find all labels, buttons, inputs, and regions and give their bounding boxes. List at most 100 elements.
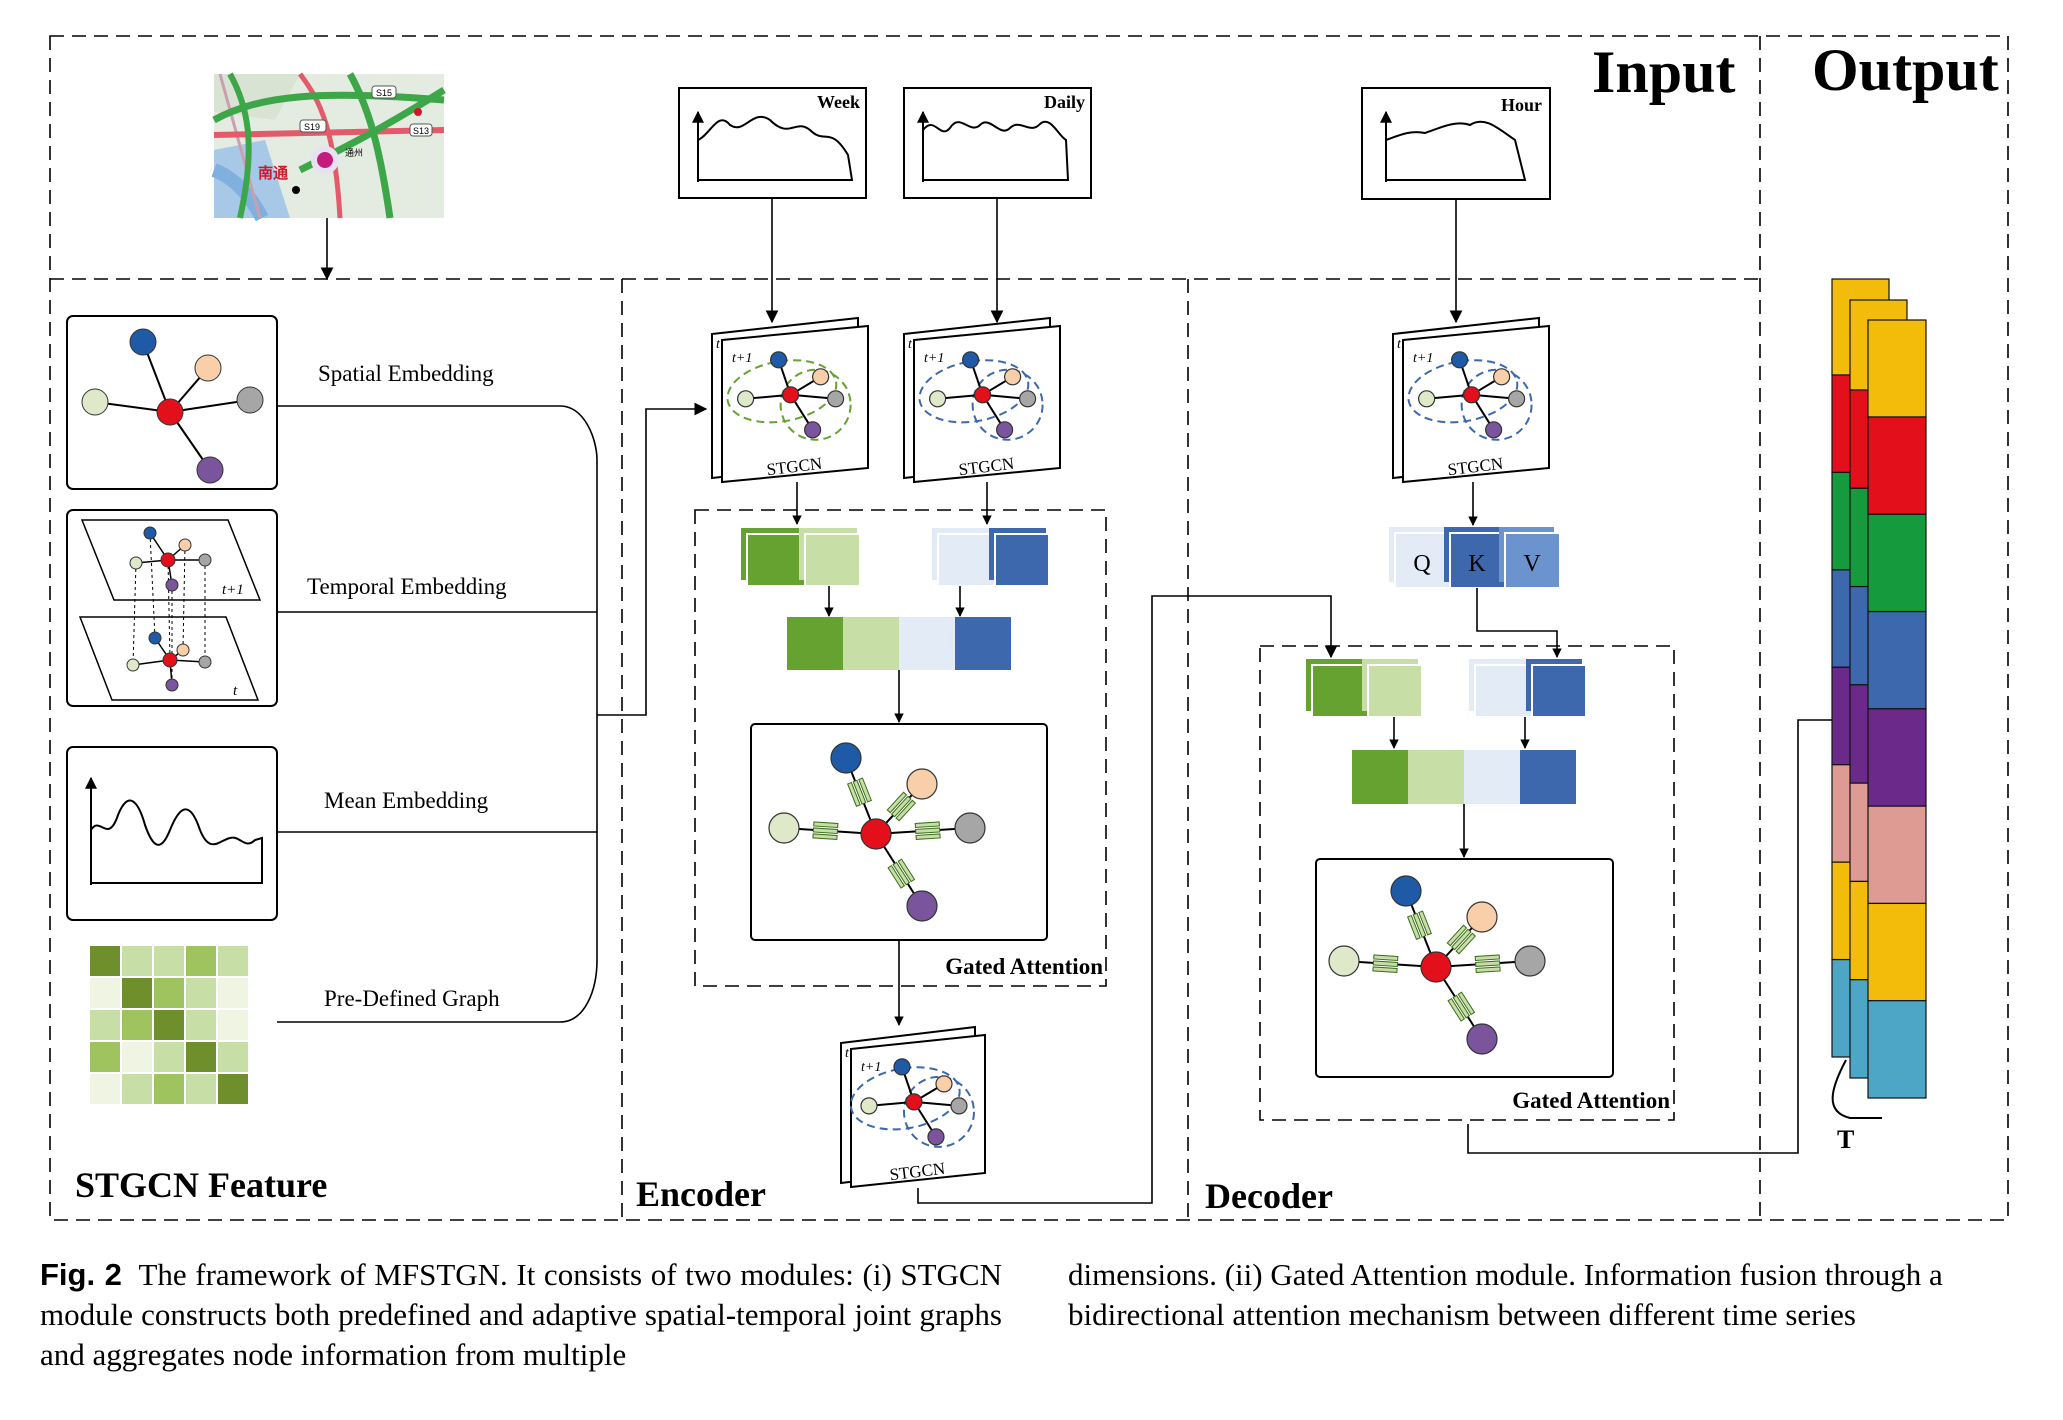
matrix-cell xyxy=(216,1040,250,1074)
matrix-cell xyxy=(184,976,218,1010)
graph-node xyxy=(906,890,938,922)
embedding-connectors xyxy=(277,402,708,1023)
matrix-cell xyxy=(88,1072,122,1106)
temporal-t1-label: t+1 xyxy=(222,582,244,598)
matrix-cell xyxy=(120,944,154,978)
graph-node xyxy=(1418,390,1436,408)
gate-icon xyxy=(847,777,872,807)
output-segment xyxy=(1867,513,1927,613)
gate-icon xyxy=(1372,954,1399,973)
card-t1-label: t+1 xyxy=(924,351,944,366)
graph-node xyxy=(929,390,947,408)
matrix-cell xyxy=(152,1040,186,1074)
temporal-t-label: t xyxy=(233,683,238,699)
decoder-gated-attention-label: Gated Attention xyxy=(1512,1088,1670,1113)
output-segment xyxy=(1867,610,1927,710)
output-title: Output xyxy=(1812,37,1999,103)
figure-caption-right: dimensions. (ii) Gated Attention module.… xyxy=(1068,1257,1943,1332)
output-segment xyxy=(1867,416,1927,515)
decoder-to-output-arrow xyxy=(1467,713,1848,1154)
graph-node xyxy=(1508,390,1526,408)
map-district-label: 通州 xyxy=(345,148,363,158)
graph-node xyxy=(996,421,1014,439)
gate-icon xyxy=(886,791,917,822)
graph-node xyxy=(954,812,986,844)
section-borders xyxy=(49,35,2009,1221)
graph-node xyxy=(770,351,788,369)
graph-node xyxy=(1466,901,1498,933)
matrix-cell xyxy=(120,1040,154,1074)
graph-center-node xyxy=(1420,951,1452,983)
graph-node xyxy=(737,390,755,408)
output-prediction-stacks xyxy=(1831,278,1927,1099)
road-map-image: S19 S15 S13 南通 通州 xyxy=(211,72,446,222)
matrix-cell xyxy=(88,976,122,1010)
encoder-blue-feature xyxy=(932,528,1050,587)
v-label: V xyxy=(1523,551,1541,577)
matrix-cell xyxy=(216,944,250,978)
predefined-graph-matrix xyxy=(88,944,250,1106)
temporal-graph-box: t+1 t xyxy=(66,509,278,707)
predefined-graph-label: Pre-Defined Graph xyxy=(324,986,500,1011)
graph-node xyxy=(906,768,938,800)
card-t-label: t xyxy=(845,1046,850,1061)
graph-node xyxy=(827,390,845,408)
matrix-cell xyxy=(152,976,186,1010)
encoder-gated-attention-label: Gated Attention xyxy=(945,954,1103,979)
qkv-block: Q K V xyxy=(1389,527,1561,589)
decoder-gated-attention-box xyxy=(1259,645,1675,1121)
graph-center-node xyxy=(1463,386,1481,404)
graph-node xyxy=(768,812,800,844)
daily-label: Daily xyxy=(1044,92,1085,112)
figure-label: Fig. 2 xyxy=(40,1257,122,1292)
gate-icon xyxy=(887,858,916,889)
encoder-green-feature xyxy=(741,528,861,587)
matrix-cell xyxy=(216,976,250,1010)
mean-embedding-box xyxy=(66,746,278,921)
spatial-embedding-label: Spatial Embedding xyxy=(318,361,494,386)
decoder-attention-graph xyxy=(1315,858,1614,1078)
card-t-label: t xyxy=(1397,337,1402,352)
graph-center-node xyxy=(860,818,892,850)
graph-node xyxy=(1493,368,1511,386)
graph-node xyxy=(962,351,980,369)
matrix-cell xyxy=(120,1008,154,1042)
week-label: Week xyxy=(817,92,860,112)
output-axis-label: T xyxy=(1837,1125,1854,1154)
matrix-cell xyxy=(88,1040,122,1074)
matrix-cell xyxy=(216,1008,250,1042)
gate-icon xyxy=(1474,954,1501,973)
graph-node xyxy=(1019,390,1037,408)
matrix-cell xyxy=(216,1072,250,1106)
matrix-cell xyxy=(120,976,154,1010)
map-road-label-1: S19 xyxy=(304,122,320,132)
graph-center-node xyxy=(782,386,800,404)
graph-node xyxy=(860,1097,878,1115)
decoder-title: Decoder xyxy=(1205,1176,1333,1216)
encoder-gated-attention-box xyxy=(694,509,1107,987)
gate-icon xyxy=(812,821,839,840)
graph-node xyxy=(1390,875,1422,907)
output-segment xyxy=(1867,805,1927,905)
matrix-cell xyxy=(184,944,218,978)
gate-icon xyxy=(914,821,941,840)
graph-center-node xyxy=(974,386,992,404)
graph-node xyxy=(812,368,830,386)
output-segment xyxy=(1867,1000,1927,1099)
graph-node xyxy=(804,421,822,439)
matrix-cell xyxy=(152,1008,186,1042)
encoder-title: Encoder xyxy=(636,1174,766,1214)
temporal-embedding-label: Temporal Embedding xyxy=(307,574,507,599)
map-road-label-3: S13 xyxy=(413,126,429,136)
graph-node xyxy=(1328,945,1360,977)
card-t-label: t xyxy=(716,337,721,352)
card-t1-label: t+1 xyxy=(732,351,752,366)
map-city-label: 南通 xyxy=(258,164,288,182)
matrix-cell xyxy=(184,1072,218,1106)
spatial-graph-box xyxy=(66,315,278,490)
input-title: Input xyxy=(1592,39,1735,105)
matrix-cell xyxy=(88,944,122,978)
matrix-cell xyxy=(184,1040,218,1074)
